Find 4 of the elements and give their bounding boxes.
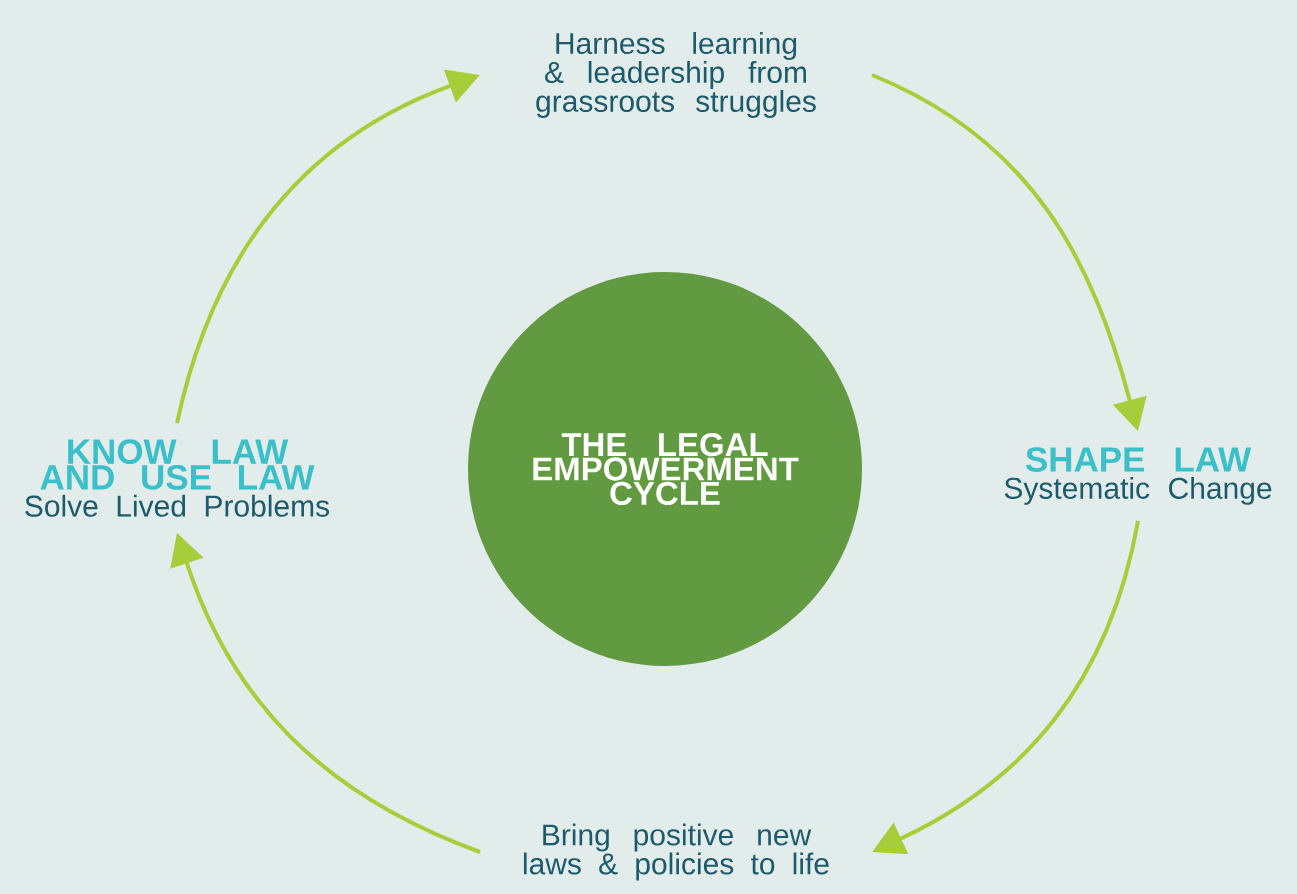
step-text: Harness learning & leadership from grassroots struggles [536,32,816,118]
step-text: KNOW LAW AND USE LAW Solve Lived Problems [25,439,330,517]
step-text: SHAPE LAW Systematic Change [1004,447,1272,505]
step-text: Bring positive new laws & policies to life [523,823,829,881]
